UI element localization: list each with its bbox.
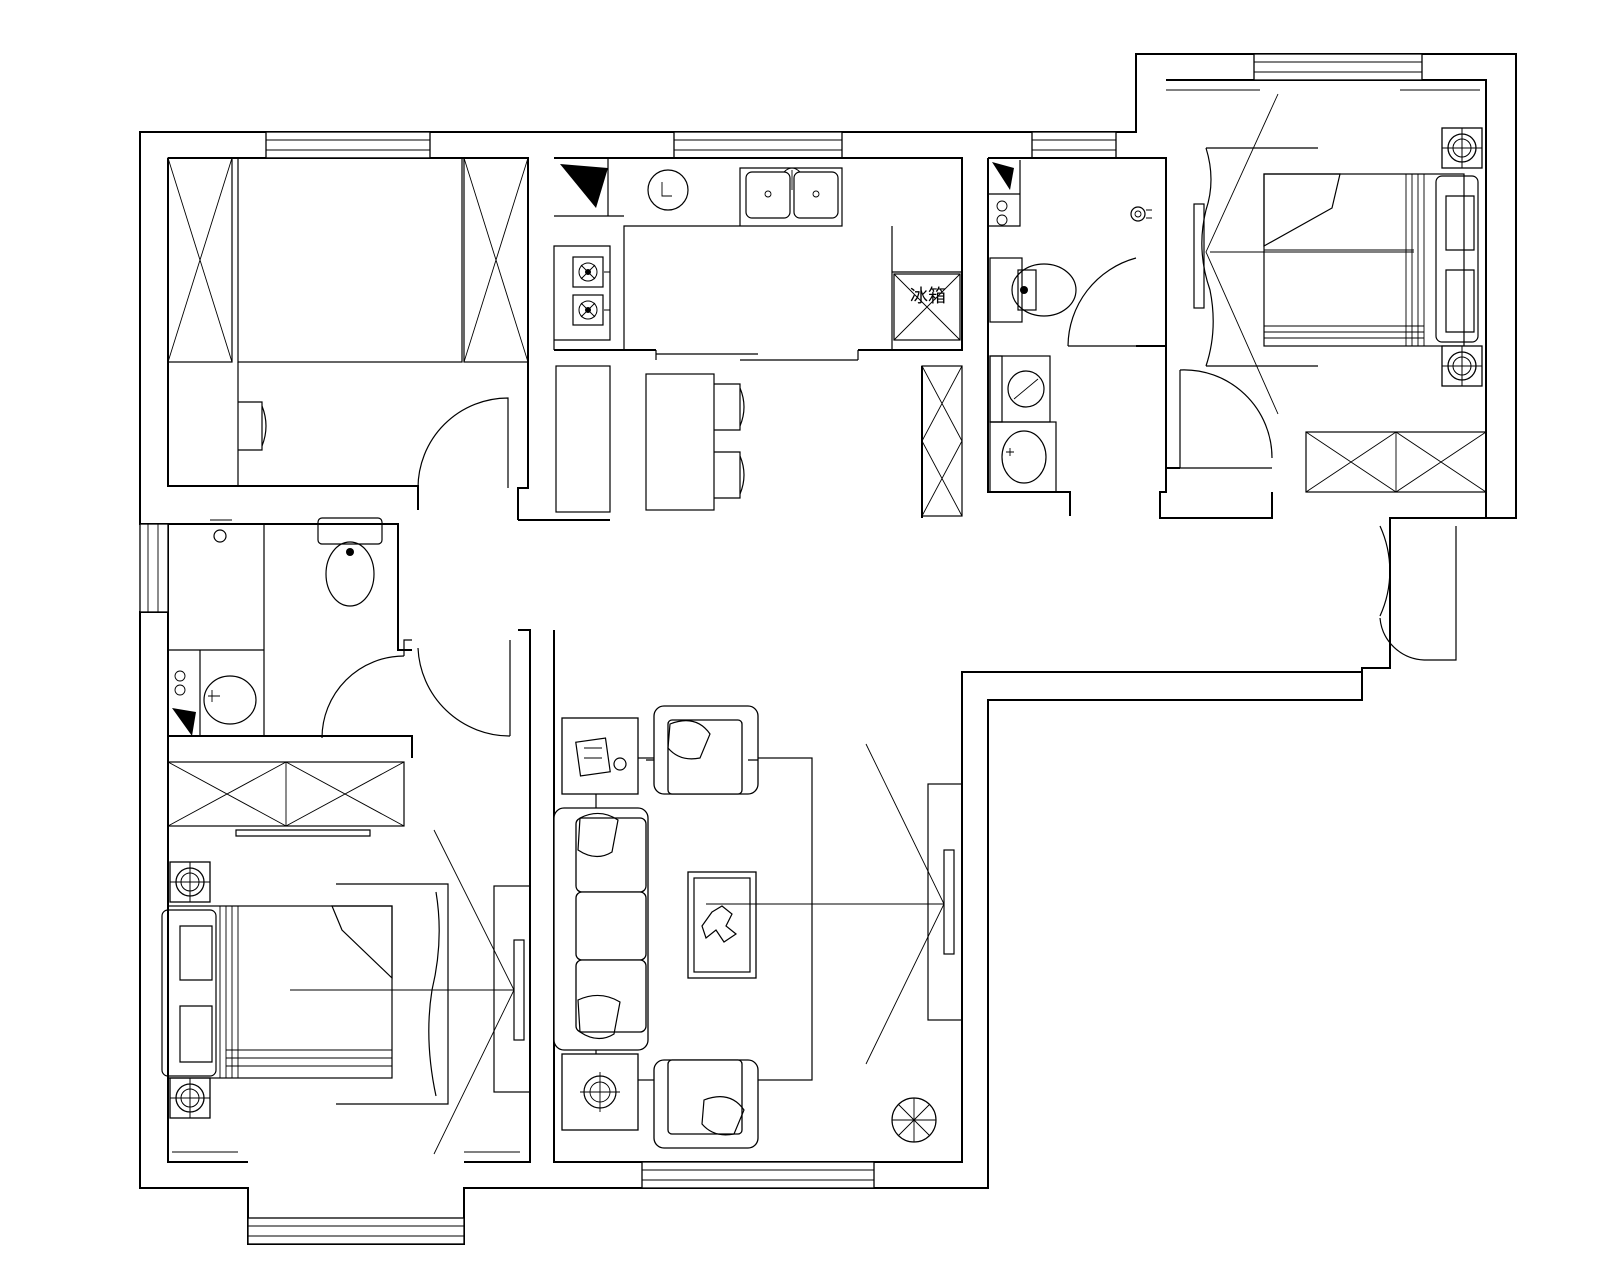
armchair-icon <box>653 705 759 1149</box>
door-swing-icon <box>1379 525 1457 661</box>
tv-icon <box>706 783 963 1021</box>
door-swing-icon <box>1067 257 1137 347</box>
bed-icon <box>237 157 463 363</box>
fridge-icon: 冰箱 <box>893 273 961 341</box>
wardrobe-icon <box>921 365 963 517</box>
bed-icon <box>161 905 393 1079</box>
bed-icon <box>1263 173 1479 347</box>
window-icon <box>139 53 1423 1245</box>
dining-table-icon <box>555 365 745 513</box>
telephone-icon <box>561 717 639 795</box>
armchair-icon <box>238 401 267 451</box>
toilet-icon <box>989 257 1077 323</box>
wardrobe-icon <box>167 157 529 363</box>
stove-icon <box>572 256 610 326</box>
door-swing-icon <box>321 639 511 739</box>
sofa-icon <box>553 807 649 1051</box>
wardrobe-icon <box>1305 431 1487 493</box>
sink-icon <box>745 167 839 219</box>
door-swing-icon <box>417 397 509 510</box>
outer-walls <box>139 53 1517 1245</box>
fridge-label: 冰箱 <box>910 286 946 307</box>
washing-machine-icon <box>989 355 1051 423</box>
lamp-icon <box>561 1053 639 1131</box>
toilet-icon <box>317 517 383 607</box>
plant-icon <box>891 1097 937 1143</box>
coffee-table-icon <box>687 871 757 979</box>
door-swing-icon <box>1179 369 1273 469</box>
sink-icon <box>989 421 1057 493</box>
lamp-icon <box>169 861 211 1119</box>
lamp-icon <box>1441 127 1483 387</box>
tv-icon <box>290 885 531 1093</box>
wardrobe-icon <box>167 761 405 837</box>
sink-icon <box>203 675 257 725</box>
